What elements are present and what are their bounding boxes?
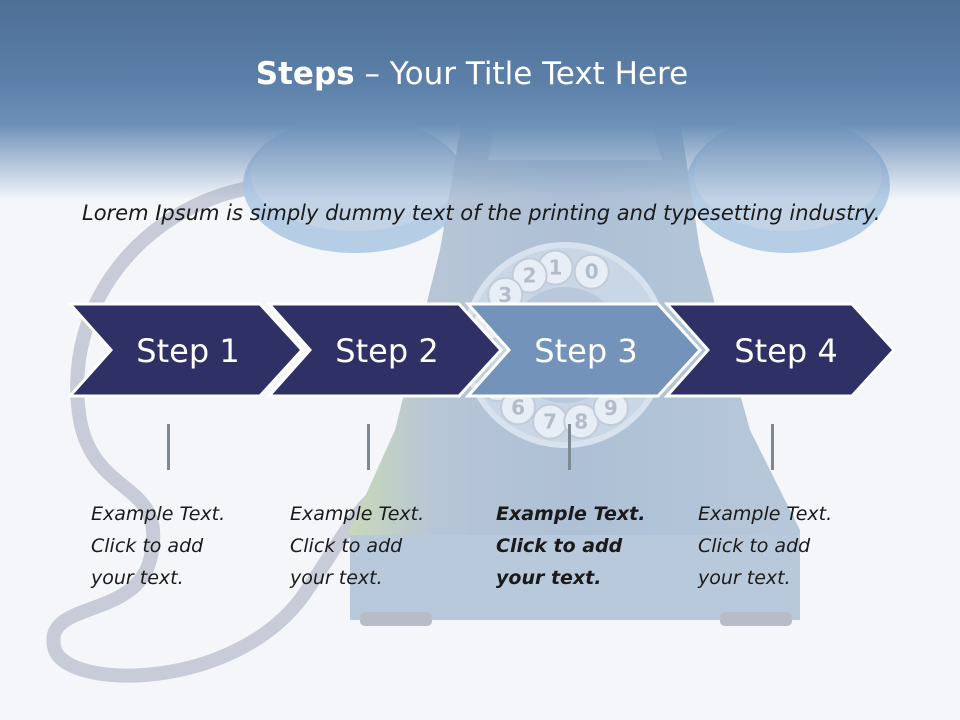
header-band xyxy=(0,0,960,200)
step-text-1[interactable]: Example Text. Click to add your text. xyxy=(91,498,271,594)
dial-number: 1 xyxy=(549,256,563,280)
step-text-line: Click to add xyxy=(496,535,623,557)
dial-hole xyxy=(563,403,600,440)
step-connector-4 xyxy=(771,424,774,470)
step-chevron-4[interactable]: Step 4 xyxy=(663,302,897,398)
dial-number: 2 xyxy=(523,264,537,288)
dial-number: 7 xyxy=(543,410,557,434)
step-text-line: Example Text. xyxy=(91,503,226,525)
step-chevron-3[interactable]: Step 3 xyxy=(464,302,703,398)
step-text-line: your text. xyxy=(290,567,383,589)
step-text-line: Click to add xyxy=(698,535,811,557)
step-text-2[interactable]: Example Text. Click to add your text. xyxy=(290,498,470,594)
step-text-line: Example Text. xyxy=(698,503,833,525)
step-connector-1 xyxy=(167,424,170,470)
dial-number: 3 xyxy=(498,283,512,307)
dial-hole xyxy=(573,253,610,290)
title-bold: Steps xyxy=(255,56,355,92)
dial-number: 9 xyxy=(604,396,618,420)
slide-title: Steps – Your Title Text Here xyxy=(0,52,944,96)
step-label-1: Step 1 xyxy=(136,332,239,370)
step-chevron-1[interactable]: Step 1 xyxy=(66,302,305,398)
dial-number: 0 xyxy=(585,260,599,284)
step-label-4: Step 4 xyxy=(734,332,837,370)
step-chevron-2[interactable]: Step 2 xyxy=(265,302,504,398)
step-text-3[interactable]: Example Text. Click to add your text. xyxy=(496,498,676,594)
dial-number: 8 xyxy=(574,409,588,433)
step-connector-2 xyxy=(367,424,370,470)
step-text-line: your text. xyxy=(496,567,602,589)
step-text-line: your text. xyxy=(91,567,184,589)
step-connector-3 xyxy=(568,424,571,470)
step-text-line: Example Text. xyxy=(496,503,646,525)
step-text-line: your text. xyxy=(698,567,791,589)
title-rest: – Your Title Text Here xyxy=(354,56,689,92)
step-label-3: Step 3 xyxy=(534,332,637,370)
dial-number: 6 xyxy=(511,395,525,419)
step-text-line: Click to add xyxy=(290,535,403,557)
step-text-line: Click to add xyxy=(91,535,204,557)
dial-hole xyxy=(511,257,548,294)
intro-text: Lorem Ipsum is simply dummy text of the … xyxy=(82,201,881,225)
step-text-line: Example Text. xyxy=(290,503,425,525)
step-label-2: Step 2 xyxy=(335,332,438,370)
step-text-4[interactable]: Example Text. Click to add your text. xyxy=(698,498,878,594)
